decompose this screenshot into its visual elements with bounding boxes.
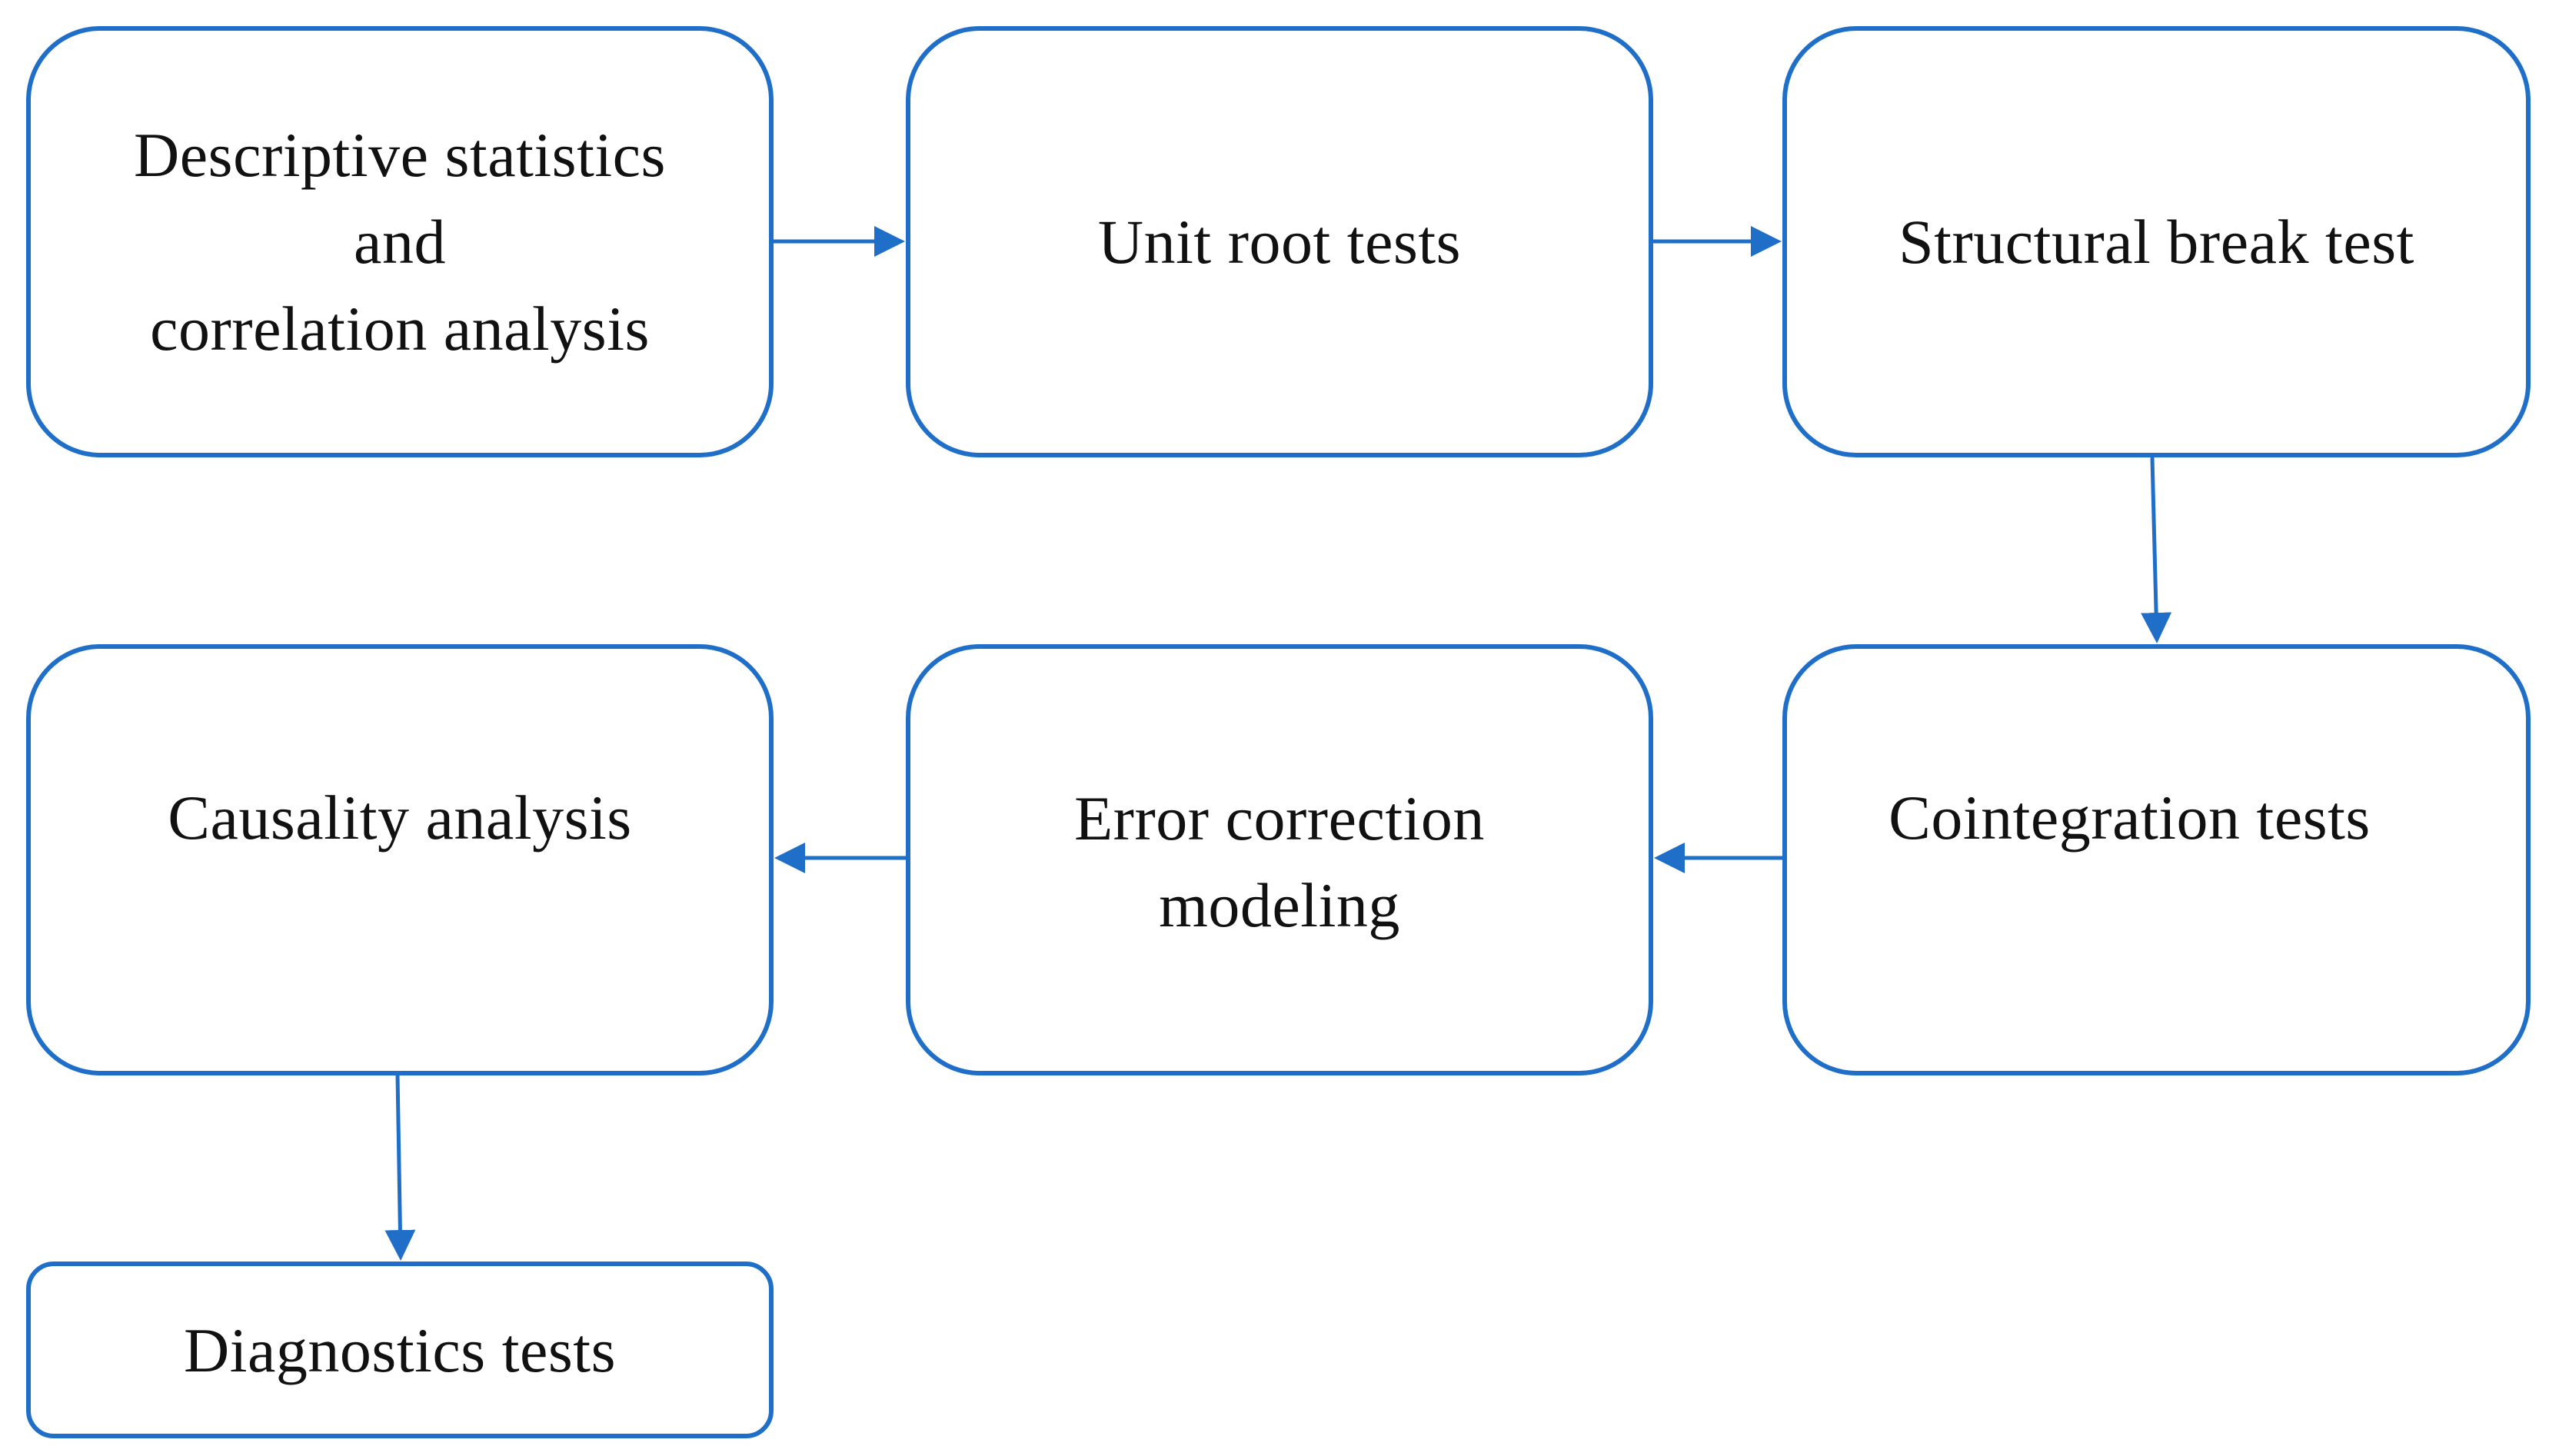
node-cointegration-tests: Cointegration tests [1782, 644, 2531, 1075]
node-label-descriptive-statistics: Descriptive statistics and correlation a… [134, 120, 666, 364]
arrow-causality-to-diagnostics [384, 1075, 416, 1261]
node-label-error-correction-modeling: Error correction modeling [1074, 783, 1485, 940]
node-label-cointegration-tests: Cointegration tests [1888, 783, 2371, 853]
node-diagnostics-tests: Diagnostics tests [26, 1262, 774, 1438]
node-structural-break-test: Structural break test [1782, 26, 2531, 457]
node-label-diagnostics-tests: Diagnostics tests [184, 1315, 616, 1385]
node-label-unit-root-tests: Unit root tests [1097, 207, 1462, 277]
node-error-correction-modeling: Error correction modeling [906, 644, 1653, 1075]
node-descriptive-statistics: Descriptive statistics and correlation a… [26, 26, 774, 457]
node-label-structural-break-test: Structural break test [1898, 207, 2414, 277]
node-unit-root-tests: Unit root tests [906, 26, 1653, 457]
node-label-causality-analysis: Causality analysis [168, 783, 632, 853]
arrow-structural-break-to-cointegration [2141, 457, 2172, 643]
node-causality-analysis: Causality analysis [26, 644, 774, 1075]
